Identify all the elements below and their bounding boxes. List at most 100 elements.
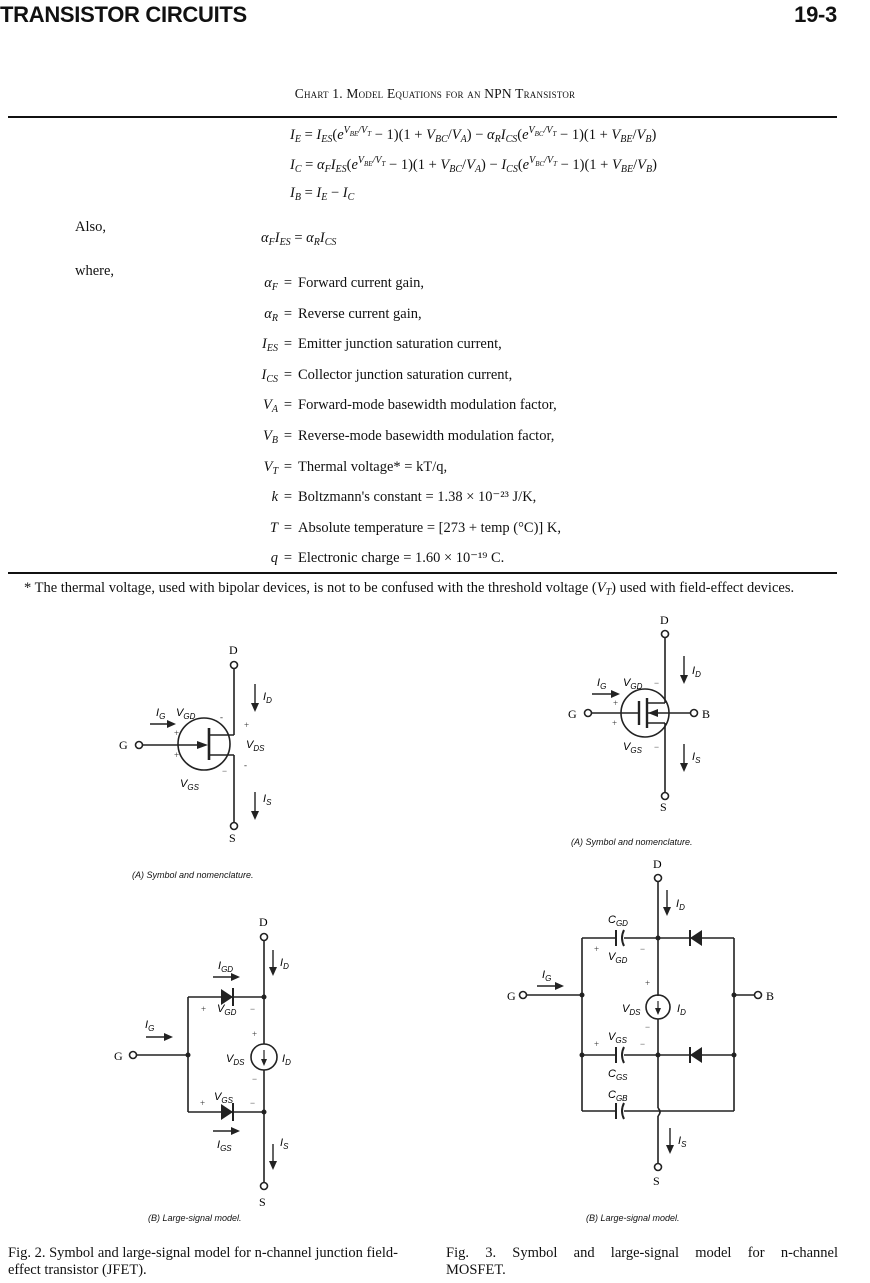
svg-text:IGS: IGS — [217, 1139, 232, 1153]
svg-text:G: G — [507, 989, 516, 1003]
svg-text:IG: IG — [542, 969, 551, 983]
top-rule — [8, 116, 837, 118]
svg-text:+: + — [174, 728, 179, 738]
footnote-text: * The thermal voltage, used with bipolar… — [24, 580, 795, 598]
svg-text:IG: IG — [597, 677, 606, 691]
svg-text:ID: ID — [282, 1053, 291, 1067]
equals-sign: = — [283, 489, 293, 506]
jfet-body-circle — [177, 717, 231, 771]
definition-symbol: VA — [263, 397, 278, 416]
svg-text:VDS: VDS — [622, 1003, 641, 1017]
definition-text: Reverse current gain, — [298, 305, 422, 322]
definition-text: Thermal voltage* = kT/q, — [298, 458, 448, 475]
svg-text:−: − — [640, 1039, 645, 1049]
definition-text: Emitter junction saturation current, — [298, 336, 502, 353]
definition-symbol: αR — [264, 305, 278, 324]
definition-row: k = Boltzmann's constant = 1.38 × 10⁻²³ J/… — [238, 489, 537, 506]
fig3a-caption: (A) Symbol and nomenclature. — [571, 837, 693, 847]
fig2b-caption: (B) Large-signal model. — [148, 1213, 242, 1223]
definition-row: αF=Forward current gain, — [238, 275, 424, 293]
body-arrow-icon — [648, 709, 658, 717]
definition-symbol: T — [269, 519, 278, 536]
svg-text:ID: ID — [280, 957, 289, 971]
definition-symbol: ICS — [261, 366, 278, 385]
svg-text:VGS: VGS — [180, 778, 200, 792]
svg-text:+: + — [612, 718, 617, 728]
svg-text:S: S — [653, 1174, 660, 1188]
svg-text:IG: IG — [156, 707, 165, 721]
svg-text:+: + — [252, 1029, 257, 1039]
equals-sign: = — [283, 305, 293, 322]
svg-text:−: − — [250, 1098, 255, 1108]
equation-ie: IE = IES(eVBE/VT − 1)(1 + VBC/VA) − αRIC… — [290, 125, 657, 145]
svg-text:−: − — [250, 1004, 255, 1014]
definition-text: Boltzmann's constant = 1.38 × 10⁻²³ J/K, — [298, 489, 537, 506]
label-g: G — [568, 707, 577, 721]
svg-text:-: - — [244, 760, 247, 770]
fig3-caption: Fig. 3. Symbol and large-signal model fo… — [446, 1245, 838, 1278]
equals-sign: = — [283, 366, 293, 383]
definition-symbol: k — [271, 489, 278, 506]
where-label: where, — [75, 263, 115, 279]
gate-terminal — [134, 740, 144, 750]
svg-text:VDS: VDS — [226, 1053, 245, 1067]
svg-text:VGS: VGS — [608, 1031, 628, 1045]
diode-bs-icon — [690, 1047, 702, 1063]
definition-row: VB=Reverse-mode basewidth modulation fac… — [238, 428, 554, 446]
drain-terminal — [229, 660, 239, 670]
equation-ib: IB = IE − IC — [290, 185, 355, 203]
label-d: D — [229, 643, 238, 657]
svg-text:IS: IS — [692, 751, 701, 765]
label-s: S — [259, 1195, 266, 1209]
also-label: Also, — [75, 219, 107, 235]
definition-symbol: q — [270, 550, 278, 567]
definition-row: IES = Emitter junction saturation current, — [238, 336, 502, 354]
svg-text:IS: IS — [678, 1135, 687, 1149]
svg-text:VGD: VGD — [623, 677, 643, 691]
svg-text:+: + — [201, 1004, 206, 1014]
definition-text: Electronic charge = 1.60 × 10⁻¹⁹ C. — [298, 550, 505, 567]
label-d: D — [259, 915, 268, 929]
is-arrow-icon — [251, 811, 259, 820]
fig2a-jfet-symbol: D S G ID IS IG VGD VDS VGS ++ -+ -− — [119, 643, 272, 845]
svg-text:−: − — [640, 944, 645, 954]
svg-text:IS: IS — [263, 793, 272, 807]
gate-arrow-icon — [197, 741, 208, 749]
definition-row: VT=Thermal voltage* = kT/q, — [238, 458, 448, 477]
svg-text:+: + — [200, 1098, 205, 1108]
definition-row: VA=Forward-mode basewidth modulation fac… — [238, 397, 557, 415]
equals-sign: = — [283, 336, 293, 353]
fig2b-jfet-model: D S G IGD ID VGD IG VDS ID VGS IGS IS +−… — [114, 915, 291, 1209]
svg-text:+: + — [174, 750, 179, 760]
svg-text:−: − — [222, 766, 227, 776]
svg-text:CGS: CGS — [608, 1068, 628, 1082]
ig-arrow-icon — [167, 720, 176, 728]
label-b: B — [702, 707, 710, 721]
fig3b-mosfet-model: D S G B CGD VGD ID IG VDS ID VGS CGS CGB… — [507, 857, 774, 1188]
svg-text:+: + — [594, 944, 599, 954]
id-arrow-icon — [251, 703, 259, 712]
definition-symbol: VB — [263, 428, 278, 446]
svg-text:CGB: CGB — [608, 1089, 628, 1103]
svg-text:VGS: VGS — [214, 1091, 234, 1105]
label-g: G — [114, 1049, 123, 1063]
label-g: G — [119, 738, 128, 752]
svg-text:ID: ID — [676, 898, 685, 912]
fig3b-caption: (B) Large-signal model. — [586, 1213, 680, 1223]
svg-text:+: + — [613, 698, 618, 708]
definition-text: Forward current gain, — [298, 275, 425, 291]
label-d: D — [660, 613, 669, 627]
svg-text:+: + — [244, 720, 249, 730]
diode-gd-icon — [221, 989, 233, 1005]
definition-row: αR = Reverse current gain, — [238, 305, 422, 324]
svg-text:VGD: VGD — [608, 951, 628, 965]
svg-text:ID: ID — [263, 691, 272, 705]
definition-symbol: αF — [264, 275, 278, 293]
source-terminal — [229, 821, 239, 831]
svg-text:ID: ID — [677, 1003, 686, 1017]
diode-gs-icon — [221, 1104, 233, 1120]
definition-symbol: IES — [262, 336, 278, 355]
svg-text:CGD: CGD — [608, 914, 628, 928]
label-s: S — [660, 800, 667, 814]
definition-row: ICS=Collector junction saturation curren… — [238, 367, 512, 385]
